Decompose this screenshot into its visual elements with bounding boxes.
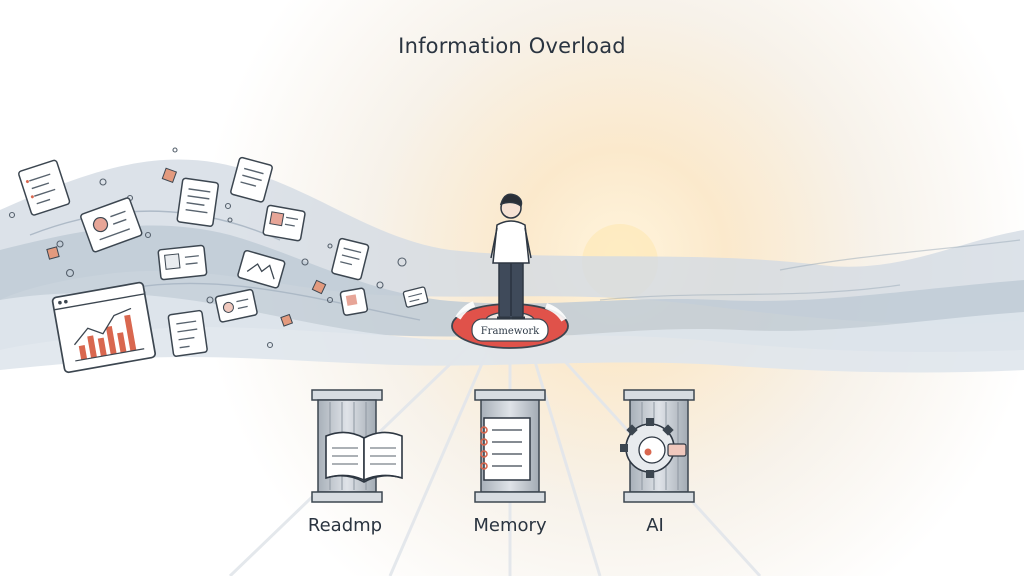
bubbles	[8, 147, 407, 349]
person-figure	[490, 193, 532, 320]
pillar-label-readme: Readmp	[307, 515, 383, 536]
pillar-readme	[311, 389, 403, 503]
pillar-ai	[620, 389, 695, 503]
flying-documents	[18, 156, 429, 374]
document-icon	[176, 177, 220, 227]
pillar-label-memory: Memory	[473, 515, 547, 536]
open-book-icon	[325, 431, 403, 483]
diagram-title: Information Overload	[398, 34, 626, 58]
profile-card-icon	[262, 204, 306, 242]
image-card-icon	[339, 287, 369, 316]
checklist-icon	[167, 309, 208, 357]
profile-card-icon	[80, 197, 143, 253]
gear-brain-icon	[620, 418, 687, 478]
profile-card-icon	[214, 288, 258, 323]
image-card-icon	[237, 249, 286, 289]
chart-window-icon	[51, 281, 157, 374]
pillar-memory	[474, 389, 546, 503]
lifebuoy-label: Framework	[481, 326, 540, 337]
document-icon	[402, 286, 429, 308]
pillar-label-ai: AI	[646, 515, 664, 536]
document-icon	[18, 159, 71, 216]
image-card-icon	[157, 244, 208, 281]
note-icon	[230, 156, 273, 203]
note-icon	[331, 237, 370, 281]
checklist-notepad-icon	[480, 417, 531, 481]
